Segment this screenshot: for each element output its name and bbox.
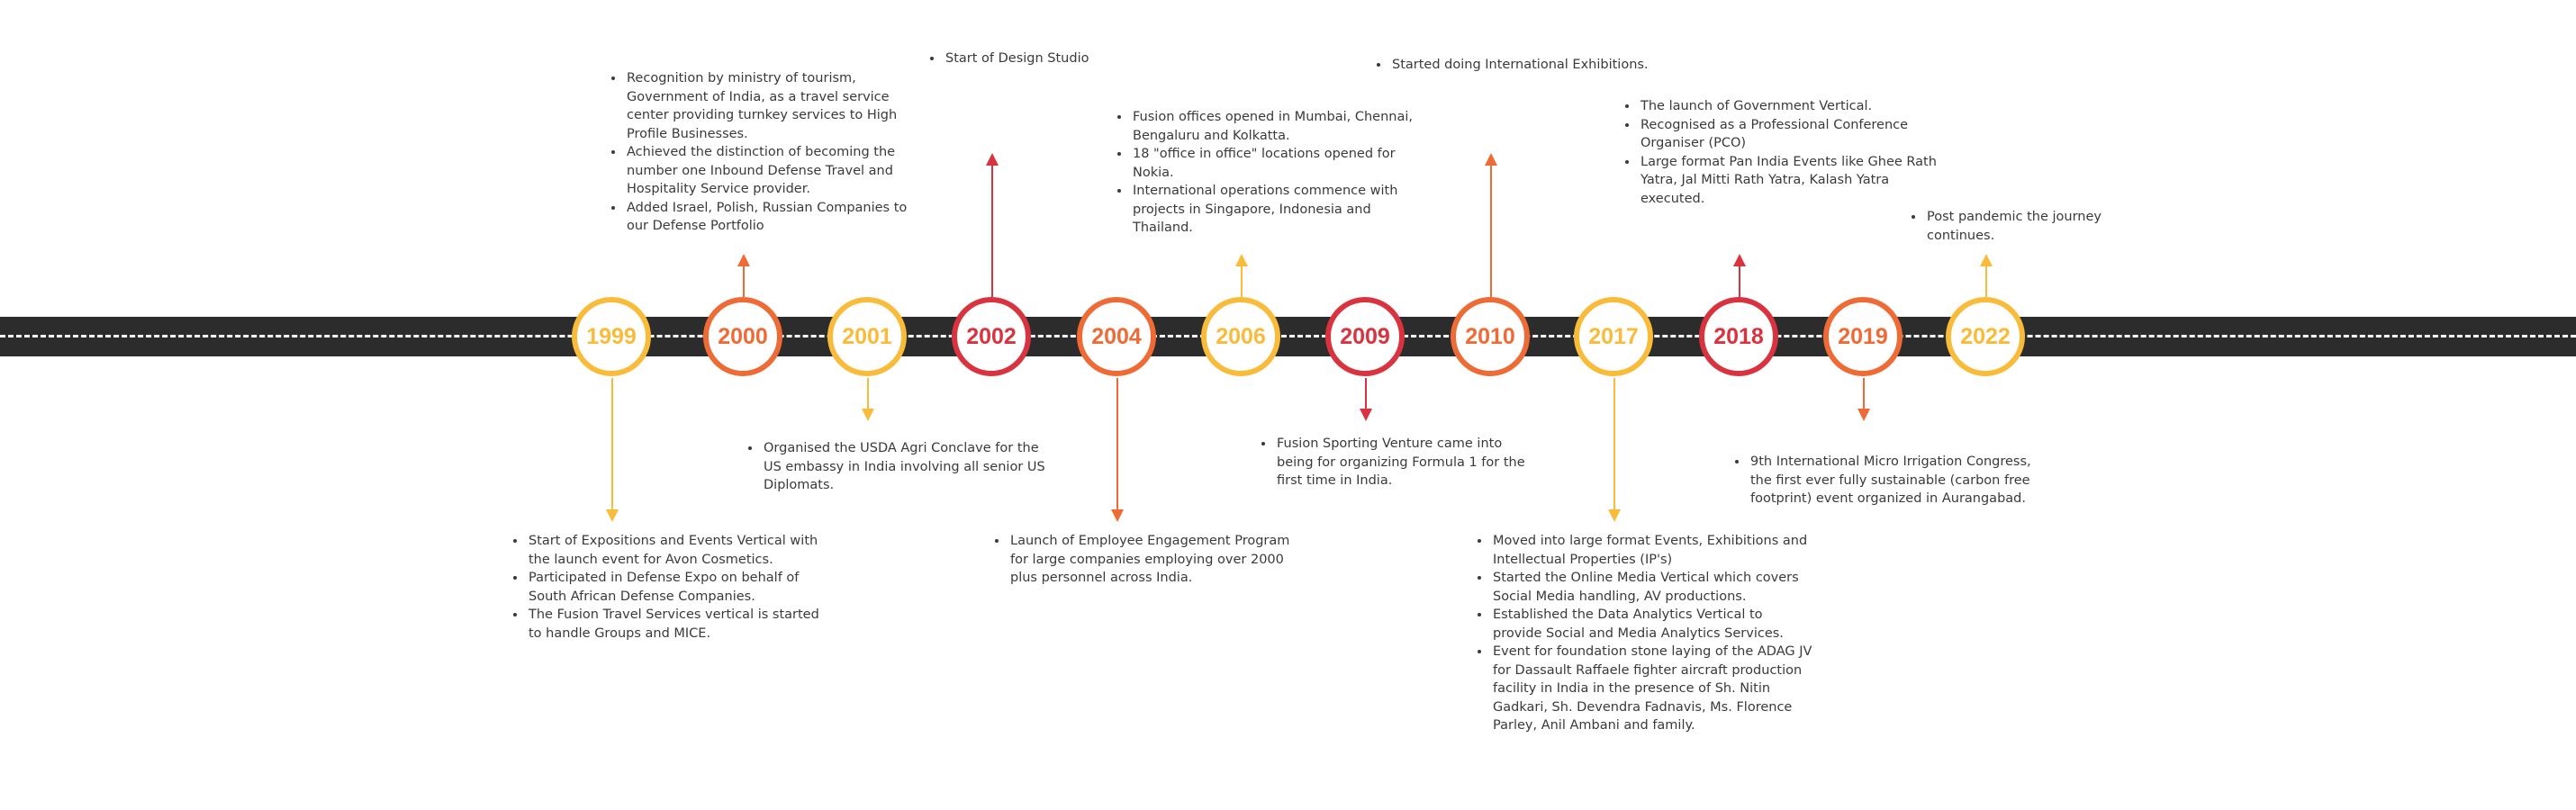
arrow-up-icon (986, 153, 999, 166)
note-item: Moved into large format Events, Exhibiti… (1491, 532, 1815, 569)
note-2010: Started doing International Exhibitions. (1369, 56, 1687, 75)
milestone-2010: 2010 (1451, 297, 1530, 376)
note-2009: Fusion Sporting Venture came into being … (1253, 435, 1536, 490)
milestone-2002: 2002 (952, 297, 1031, 376)
milestone-year: 2022 (1960, 323, 2011, 349)
connector-2006 (1241, 265, 1243, 297)
arrow-down-icon (1111, 509, 1124, 522)
note-2000: Recognition by ministry of tourism, Gove… (603, 69, 922, 236)
milestone-2001: 2001 (827, 297, 907, 376)
note-item: Recognition by ministry of tourism, Gove… (625, 69, 922, 143)
arrow-up-icon (1235, 254, 1248, 266)
note-item: International operations commence with p… (1131, 182, 1428, 238)
milestone-year: 2018 (1713, 323, 1764, 349)
note-item: Start of Design Studio (944, 50, 1178, 68)
note-2004: Launch of Employee Engagement Program fo… (987, 532, 1306, 588)
note-item: Start of Expositions and Events Vertical… (527, 532, 824, 569)
connector-2018 (1739, 265, 1740, 297)
road-center-line (0, 335, 2576, 338)
connector-2002 (991, 164, 993, 297)
note-item: The launch of Government Vertical. (1639, 97, 1954, 116)
note-item: Launch of Employee Engagement Program fo… (1008, 532, 1306, 588)
note-item: Recognised as a Professional Conference … (1639, 116, 1954, 153)
arrow-down-icon (606, 509, 619, 522)
note-item: Participated in Defense Expo on behalf o… (527, 569, 824, 606)
milestone-year: 2006 (1216, 323, 1266, 349)
note-item: 18 "office in office" locations opened f… (1131, 145, 1428, 182)
note-2001: Organised the USDA Agri Conclave for the… (740, 439, 1059, 495)
connector-1999 (611, 378, 613, 513)
note-item: Added Israel, Polish, Russian Companies … (625, 199, 922, 236)
note-item: 9th International Micro Irrigation Congr… (1749, 453, 2055, 508)
note-item: The Fusion Travel Services vertical is s… (527, 606, 824, 643)
note-item: Large format Pan India Events like Ghee … (1639, 153, 1954, 209)
arrow-up-icon (1733, 254, 1746, 266)
milestone-2018: 2018 (1699, 297, 1778, 376)
note-2006: Fusion offices opened in Mumbai, Chennai… (1109, 108, 1428, 238)
milestone-2006: 2006 (1201, 297, 1280, 376)
note-item: Organised the USDA Agri Conclave for the… (762, 439, 1059, 495)
milestone-year: 2009 (1340, 323, 1390, 349)
note-1999: Start of Expositions and Events Vertical… (505, 532, 824, 643)
note-2002: Start of Design Studio (922, 50, 1178, 68)
milestone-2019: 2019 (1823, 297, 1903, 376)
note-2017: Moved into large format Events, Exhibiti… (1469, 532, 1815, 735)
note-item: Started doing International Exhibitions. (1390, 56, 1687, 75)
arrow-up-icon (737, 254, 750, 266)
arrow-down-icon (1857, 409, 1870, 421)
note-item: Started the Online Media Vertical which … (1491, 569, 1815, 606)
milestone-2004: 2004 (1077, 297, 1156, 376)
milestone-year: 2004 (1091, 323, 1142, 349)
milestone-year: 2001 (842, 323, 892, 349)
note-2019: 9th International Micro Irrigation Congr… (1727, 453, 2055, 508)
arrow-up-icon (1980, 254, 1993, 266)
note-item: Fusion offices opened in Mumbai, Chennai… (1131, 108, 1428, 145)
connector-2004 (1116, 378, 1118, 513)
milestone-year: 2000 (718, 323, 768, 349)
arrow-up-icon (1485, 153, 1497, 166)
milestone-year: 2002 (966, 323, 1017, 349)
connector-2022 (1985, 265, 1987, 297)
milestone-2022: 2022 (1946, 297, 2025, 376)
connector-2010 (1490, 164, 1492, 297)
note-item: Established the Data Analytics Vertical … (1491, 606, 1815, 643)
milestone-2017: 2017 (1574, 297, 1653, 376)
connector-2009 (1365, 378, 1367, 410)
arrow-down-icon (1360, 409, 1372, 421)
note-item: Event for foundation stone laying of the… (1491, 643, 1815, 735)
milestone-2000: 2000 (703, 297, 782, 376)
arrow-down-icon (1608, 509, 1621, 522)
connector-2000 (743, 265, 745, 297)
connector-2019 (1863, 378, 1865, 410)
note-item: Post pandemic the journey continues. (1925, 208, 2105, 245)
milestone-2009: 2009 (1325, 297, 1405, 376)
arrow-down-icon (862, 409, 874, 421)
note-item: Achieved the distinction of becoming the… (625, 143, 922, 199)
milestone-1999: 1999 (572, 297, 651, 376)
note-2018: The launch of Government Vertical. Recog… (1617, 97, 1954, 208)
milestone-year: 1999 (586, 323, 637, 349)
note-2022: Post pandemic the journey continues. (1903, 208, 2105, 245)
milestone-year: 2019 (1838, 323, 1888, 349)
note-item: Fusion Sporting Venture came into being … (1275, 435, 1536, 490)
milestone-year: 2010 (1465, 323, 1515, 349)
milestone-year: 2017 (1588, 323, 1639, 349)
connector-2001 (867, 378, 869, 410)
connector-2017 (1613, 378, 1615, 513)
